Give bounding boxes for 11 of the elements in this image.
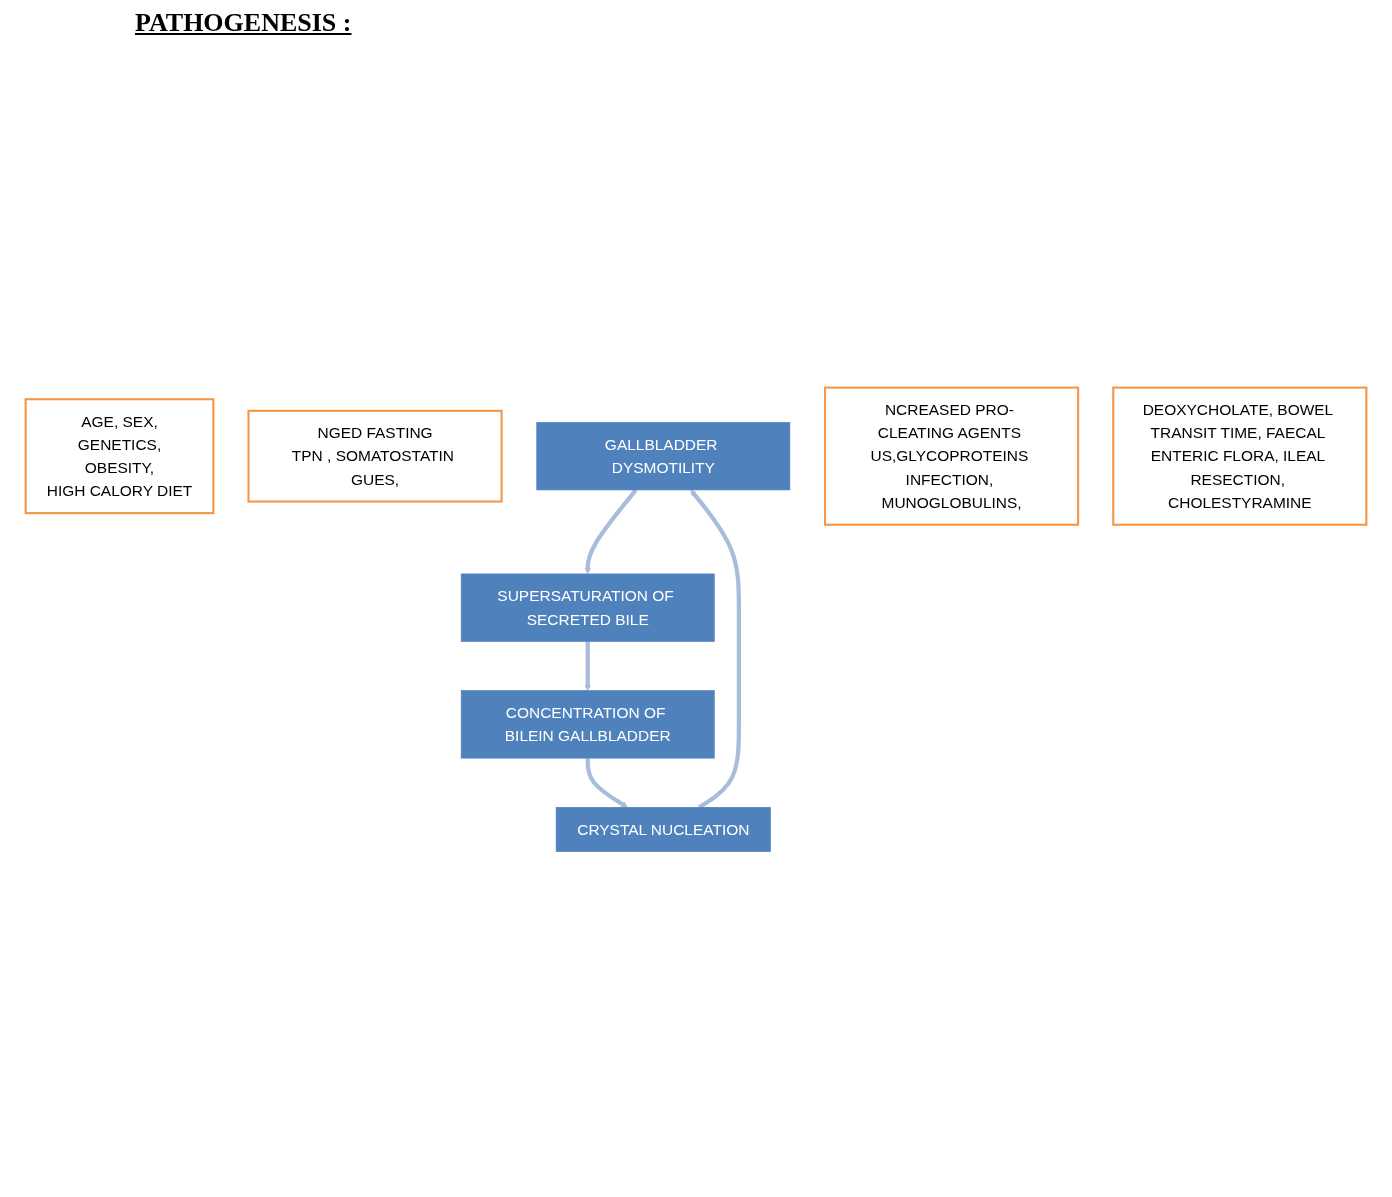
diagram-title: PATHOGENESIS : (135, 8, 352, 38)
arrow (584, 641, 591, 692)
node-box: CRYSTAL NUCLEATION (555, 807, 771, 853)
node-box: GALLBLADDER DYSMOTILITY (536, 422, 791, 491)
node-box: DEOXYCHOLATE, BOWEL TRANSIT TIME, FAECAL ENTERIC FLORA, ILEAL RESECTION, CHOLESTYRAMINE (1112, 386, 1368, 527)
node-box: NGED FASTING TPN , SOMATOSTATIN GUES, (247, 410, 503, 503)
node-box: AGE, SEX, GENETICS, OBESITY, HIGH CALORY DIET (24, 398, 215, 515)
arrow (585, 758, 628, 809)
node-box: CONCENTRATION OF BILEIN GALLBLADDER (460, 690, 715, 759)
node-box: SUPERSATURATION OF SECRETED BILE (460, 573, 715, 643)
node-box: NCREASED PRO- CLEATING AGENTS US,GLYCOPROTEINS INFECTION, MUNOGLOBULINS, (823, 386, 1080, 527)
